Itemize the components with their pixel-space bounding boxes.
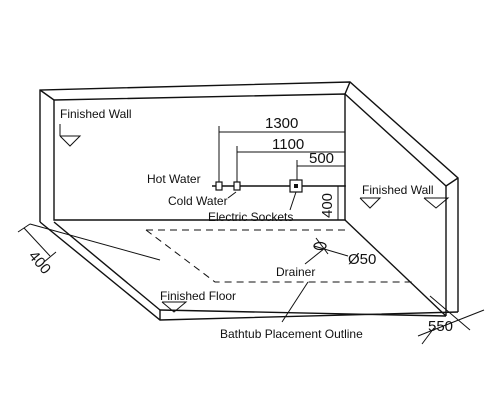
drainer-label: Drainer bbox=[276, 265, 315, 279]
finished-wall-left-label: Finished Wall bbox=[60, 107, 132, 121]
hot-water-label: Hot Water bbox=[147, 172, 201, 186]
dimension-1100-label: 1100 bbox=[272, 136, 304, 153]
hot-water-outlet bbox=[215, 181, 223, 191]
bathtub-outline-label: Bathtub Placement Outline bbox=[220, 327, 363, 341]
leader-lines bbox=[227, 191, 326, 323]
cold-water-label: Cold Water bbox=[168, 194, 228, 208]
floor bbox=[39, 221, 459, 321]
width-dimension bbox=[417, 295, 485, 345]
side-dimension-label: 400 bbox=[25, 248, 54, 278]
electric-sockets-label: Electric Sockets bbox=[208, 210, 293, 224]
markers bbox=[59, 124, 450, 313]
side-dimension bbox=[17, 223, 161, 263]
cold-water-outlet bbox=[233, 181, 241, 191]
bathtub-outline bbox=[145, 229, 412, 283]
drainer-symbol bbox=[313, 237, 349, 257]
dimension-400-height-label: 400 bbox=[319, 193, 336, 218]
finished-wall-right-label: Finished Wall bbox=[362, 183, 434, 197]
dimension-1300-label: 1300 bbox=[265, 115, 298, 132]
drain-diameter-label: Ø50 bbox=[348, 251, 376, 268]
dimension-1300 bbox=[218, 126, 346, 186]
width-dimension-label: 550 bbox=[428, 318, 453, 335]
supply-line bbox=[212, 179, 345, 193]
dimension-1100 bbox=[236, 146, 346, 186]
dimension-500-label: 500 bbox=[309, 150, 334, 167]
finished-floor-label: Finished Floor bbox=[160, 289, 236, 303]
